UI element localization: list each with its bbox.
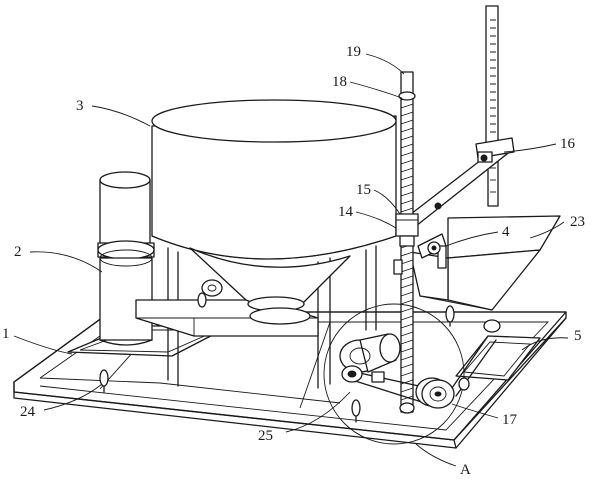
label-25: 25 — [258, 428, 273, 444]
right-post-teeth — [490, 19, 496, 133]
hooks — [99, 292, 455, 423]
label-3: 3 — [76, 98, 84, 114]
detail-circle-a — [323, 303, 501, 445]
label-2: 2 — [14, 244, 22, 260]
plate-5 — [455, 335, 541, 381]
right-frame — [397, 5, 515, 237]
label-16: 16 — [560, 136, 576, 152]
label-1: 1 — [2, 326, 10, 342]
label-5: 5 — [574, 328, 582, 344]
label-23: 23 — [570, 214, 585, 230]
label-18: 18 — [332, 74, 347, 90]
label-19: 19 — [346, 44, 361, 60]
label-15: 15 — [356, 182, 371, 198]
trough — [409, 215, 561, 311]
label-17: 17 — [502, 412, 518, 428]
label-4: 4 — [502, 224, 510, 240]
hopper — [135, 99, 397, 389]
label-a: A — [460, 462, 471, 478]
label-14: 14 — [338, 204, 354, 220]
motor-cylinder — [97, 171, 155, 346]
reference-numerals: 3 2 1 24 19 18 15 14 16 23 4 5 17 25 A — [2, 44, 585, 478]
screw-rod — [393, 71, 447, 414]
label-24: 24 — [20, 404, 36, 420]
leader-lines — [13, 53, 569, 467]
